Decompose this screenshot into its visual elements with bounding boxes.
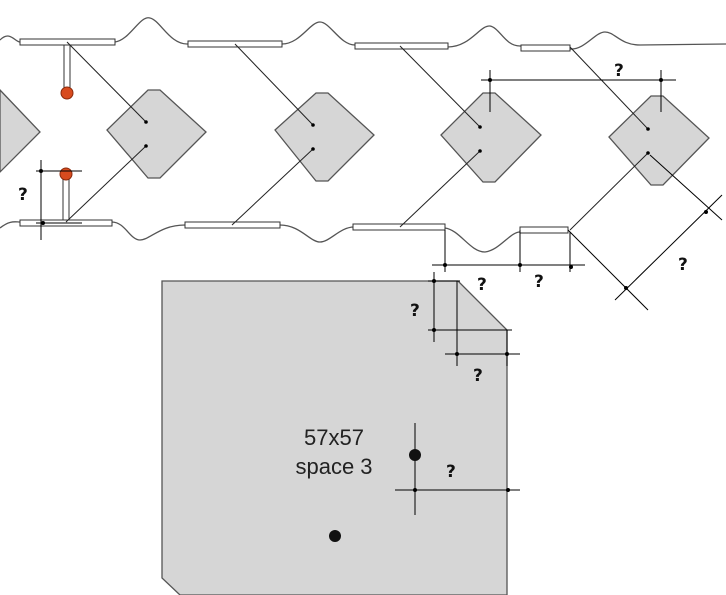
lower-rail-4 [519,226,569,234]
dimension-rail-lengths [432,230,585,272]
wire [231,148,314,226]
lower-wavy-edge [0,221,568,253]
question-mark-rail-1: ? [477,275,487,295]
upper-pin-head-icon [60,86,74,100]
wire [569,46,649,130]
dimension-point [455,352,459,356]
wire [569,152,649,231]
via-dot-icon [409,449,421,461]
pad-spacing-label: space 3 [295,454,372,479]
dimension-point [488,78,492,82]
diamond-pad-4 [608,95,710,186]
question-mark-chamfer-horizontal: ? [473,366,483,386]
dimension-pin-gap [36,160,82,240]
dimension-pad-pitch [481,70,676,112]
dimension-point [569,265,573,269]
dimension-point [505,352,509,356]
diamond-pad-2 [274,92,375,182]
lower-pin-stem [62,177,70,221]
question-mark-pad-pitch: ? [614,61,624,81]
upper-rail-3 [354,42,449,50]
dimension-point [443,263,447,267]
upper-wavy-edge [0,17,726,50]
dimension-point [624,286,628,290]
via-dot-icon [329,530,341,542]
dimension-point [432,279,436,283]
dimension-point [518,263,522,267]
question-mark-diagonal: ? [678,255,688,275]
dimension-point [39,169,43,173]
dimension-point [659,78,663,82]
wire [66,41,147,123]
upper-rail-4 [520,44,571,52]
question-mark-via-edge: ? [446,462,456,482]
wire [234,43,314,126]
dimension-point [41,221,45,225]
pad-size-label: 57x57 [304,425,364,450]
lower-rail-3 [352,223,446,231]
lower-pin-head-icon [59,167,73,181]
partial-pad-left [0,89,41,173]
upper-pin-stem [63,44,71,91]
wire [65,145,147,223]
dimension-point [432,328,436,332]
dimension-point [704,210,708,214]
dimension-point [413,488,417,492]
diamond-pad-3 [440,92,542,183]
wire-endpoints [144,120,650,155]
diamond-pad-1 [106,89,207,179]
wire [399,150,481,228]
question-mark-rail-2: ? [534,272,544,292]
question-mark-pin-gap: ? [18,185,28,205]
dimension-point [506,488,510,492]
question-mark-chamfer-vertical: ? [410,301,420,321]
wire [399,45,481,128]
